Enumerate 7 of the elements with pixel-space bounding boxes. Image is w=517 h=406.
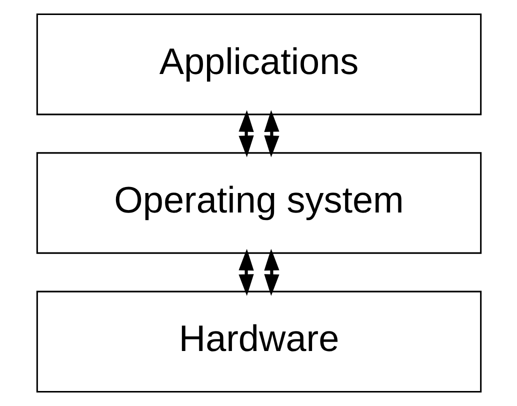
arrow: [238, 248, 254, 296]
node-box: Operating system: [36, 152, 482, 254]
arrow: [264, 110, 279, 158]
node-box: Applications: [36, 14, 482, 116]
node-box: Hardware: [36, 290, 482, 392]
arrow: [238, 110, 254, 158]
arrow: [264, 248, 279, 296]
